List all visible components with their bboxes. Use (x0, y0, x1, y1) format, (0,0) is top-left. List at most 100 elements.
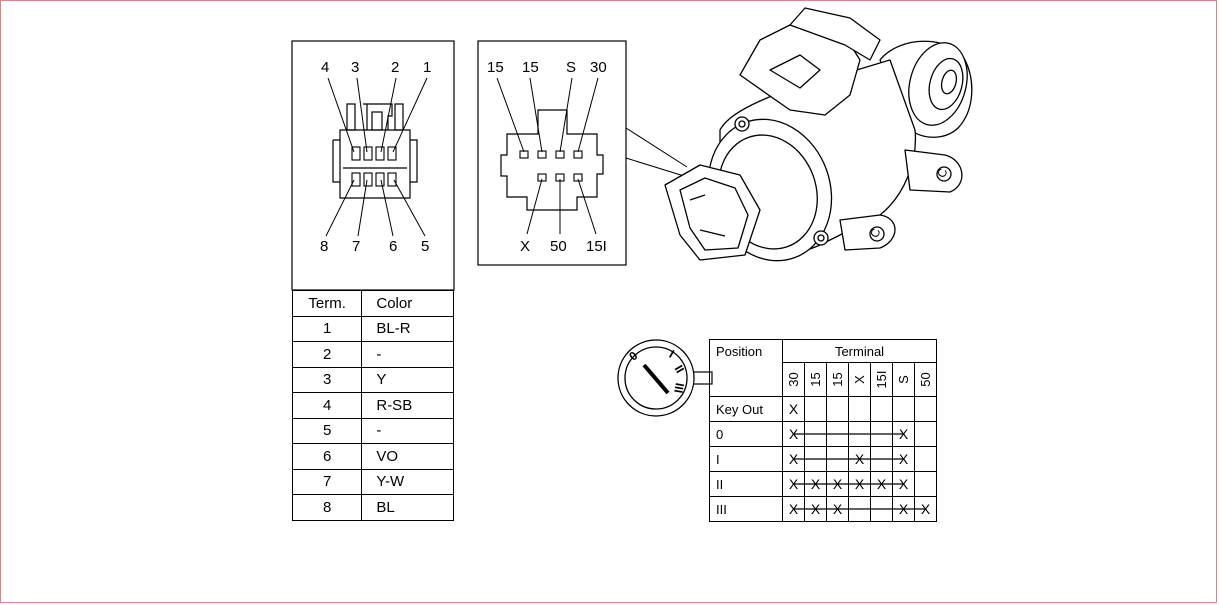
connector-b-label-x: X (520, 238, 531, 255)
connector-b-label-30: 30 (590, 59, 607, 76)
column-header: 15 (804, 362, 827, 397)
connector-a-label-8: 8 (320, 238, 329, 255)
connector-a-label-7: 7 (352, 238, 361, 255)
column-header: 15I (870, 362, 893, 397)
switch-cell (848, 446, 871, 472)
switch-cell (826, 471, 849, 497)
switch-row: I (709, 446, 937, 472)
connector-a-pins (351, 146, 397, 187)
connector-b-label-15i: 15I (586, 238, 607, 255)
switch-row: 0 (709, 421, 937, 447)
term-cell: 7 (291, 468, 363, 495)
header-position: Position (709, 339, 783, 397)
switch-cell (826, 396, 849, 422)
switch-cell (804, 496, 827, 522)
term-cell: 3 (291, 366, 363, 393)
switch-cell (870, 421, 893, 447)
switch-cell (870, 496, 893, 522)
switch-cell (914, 396, 937, 422)
switch-cell (870, 396, 893, 422)
table-header-row: Term. Color (291, 290, 454, 317)
term-cell: 1 (291, 315, 363, 342)
key-dial (617, 339, 713, 417)
connector-a-label-2: 2 (391, 59, 400, 76)
connector-b-pins (519, 150, 583, 182)
column-header: S (892, 362, 915, 397)
position-label: III (709, 496, 783, 522)
connector-b-label-15a: 15 (487, 59, 504, 76)
switch-cell (848, 421, 871, 447)
column-header: X (848, 362, 871, 397)
position-label: II (709, 471, 783, 497)
switch-cell (892, 496, 915, 522)
position-label: I (709, 446, 783, 472)
switch-cell (848, 496, 871, 522)
table-row: 5- (291, 417, 454, 444)
connector-a-label-6: 6 (389, 238, 398, 255)
connector-b-leaders (496, 77, 599, 235)
connector-a-label-3: 3 (351, 59, 360, 76)
term-cell: 5 (291, 417, 363, 444)
switch-cell (782, 471, 805, 497)
switch-cell (892, 471, 915, 497)
connector-a-label-5: 5 (421, 238, 430, 255)
connector-b-frame (477, 40, 627, 266)
connector-a-body (332, 103, 418, 199)
switch-cell (892, 396, 915, 422)
switch-cell (782, 396, 805, 422)
switch-cell (848, 396, 871, 422)
color-cell: - (361, 417, 454, 444)
position-label: 0 (709, 421, 783, 447)
term-cell: 2 (291, 341, 363, 368)
connector-a-label-4: 4 (321, 59, 330, 76)
switch-header-row: Position Terminal (709, 339, 937, 397)
ignition-switch-illustration (664, 7, 973, 262)
connector-b-label-50: 50 (550, 238, 567, 255)
color-cell: BL (361, 494, 454, 521)
connector-b-label-s: S (566, 59, 577, 76)
switch-cell (870, 446, 893, 472)
switch-cell (892, 421, 915, 447)
connector-a-leaders (325, 77, 428, 237)
column-header: 30 (782, 362, 805, 397)
switch-row: III (709, 496, 937, 522)
key-dial-label-iii: III (671, 381, 687, 395)
switch-cell (914, 446, 937, 472)
switch-cell (914, 496, 937, 522)
switch-cell (804, 471, 827, 497)
switch-cell (914, 471, 937, 497)
switch-cell (848, 471, 871, 497)
switch-cell (804, 421, 827, 447)
color-cell: R-SB (361, 392, 454, 419)
connector-a-label-1: 1 (423, 59, 432, 76)
switch-row: Key Out (709, 396, 937, 422)
term-cell: 4 (291, 392, 363, 419)
switch-cell (782, 421, 805, 447)
color-cell: - (361, 341, 454, 368)
color-cell: Y-W (361, 468, 454, 495)
connector-a-frame (291, 40, 455, 291)
header-color: Color (361, 290, 454, 317)
switch-cell (870, 471, 893, 497)
switch-cell (782, 496, 805, 522)
switch-cell (804, 396, 827, 422)
color-cell: Y (361, 366, 454, 393)
color-cell: BL-R (361, 315, 454, 342)
column-header: 50 (914, 362, 937, 397)
switch-row: II (709, 471, 937, 497)
switch-cell (892, 446, 915, 472)
header-terminal: Terminal (782, 339, 937, 363)
switch-column-row: 30 15 15 X 15I S 50 (710, 362, 937, 397)
switch-position-table: Position Terminal 30 15 15 X 15I S 50 Ke… (709, 339, 937, 522)
switch-cell (914, 421, 937, 447)
switch-cell (826, 421, 849, 447)
